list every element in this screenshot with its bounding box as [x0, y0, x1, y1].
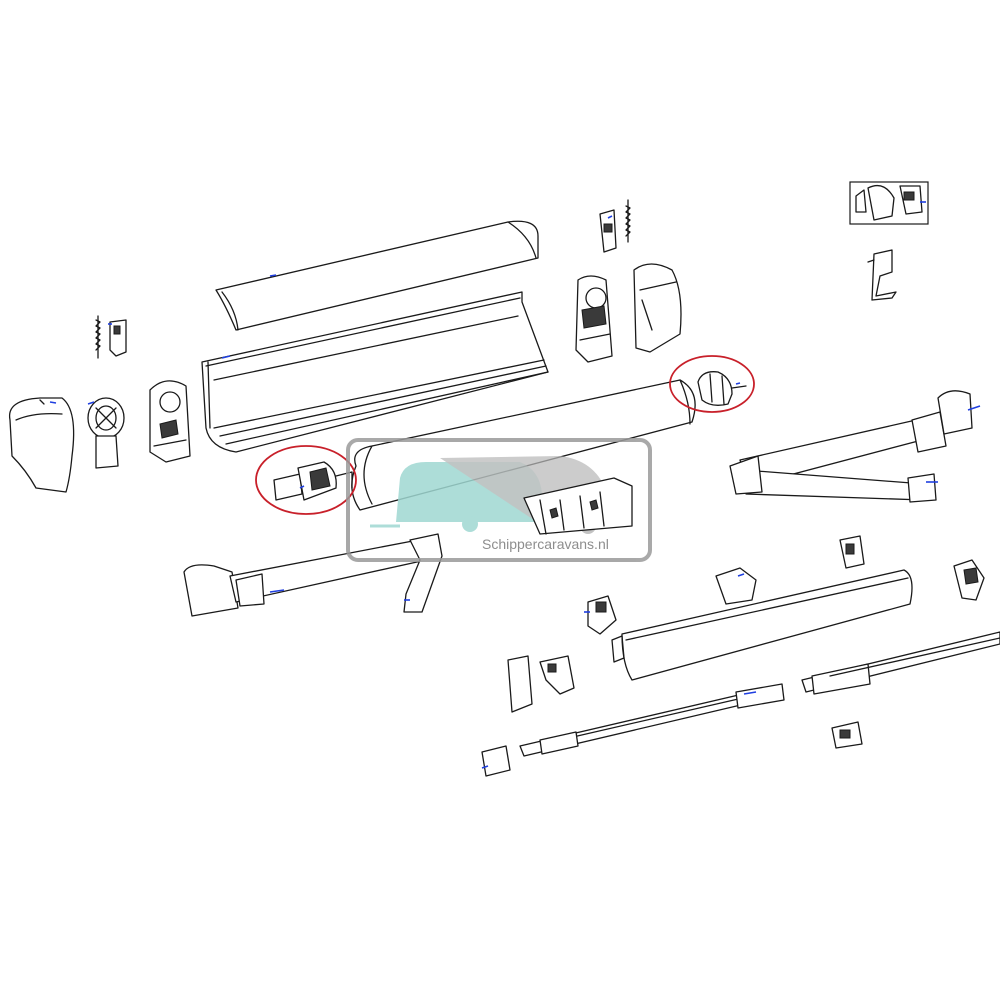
end-plug-left: [584, 595, 617, 635]
right-spring-bolt: [599, 199, 631, 253]
left-winder-bracket: [87, 397, 125, 469]
cassette-housing: [201, 291, 549, 453]
watermark-frame: [346, 438, 652, 562]
highlight-circle-left: [255, 445, 357, 515]
left-support-arm: [183, 533, 443, 617]
left-end-cap: [8, 397, 75, 493]
foot-bracket: [539, 655, 575, 695]
right-roller-plug: [697, 371, 747, 406]
arm-joint-right: [953, 559, 985, 601]
left-spring-bolt: [95, 315, 127, 359]
watermark-wheel: [462, 516, 478, 532]
left-gearbox: [149, 380, 191, 463]
front-cover-profile: [215, 220, 539, 331]
telescopic-leg-right: [801, 631, 1000, 695]
right-end-cap: [633, 263, 682, 353]
highlight-circle-right: [669, 355, 755, 413]
lead-rail-bracket: [523, 477, 633, 535]
lead-rail: [611, 569, 913, 681]
detail-inset: [849, 181, 929, 225]
right-gearbox: [575, 275, 613, 363]
watermark-text: Schippercaravans.nl: [482, 536, 609, 552]
support-foot: [507, 655, 533, 713]
right-support-arm: [729, 390, 981, 503]
arm-clamp-small: [839, 535, 865, 569]
left-roller-bearing: [273, 461, 353, 501]
leg-clip-left: [481, 745, 511, 777]
wall-bracket-top-right: [867, 249, 897, 301]
telescopic-leg-left: [519, 683, 785, 757]
leg-clip-right: [831, 721, 863, 749]
lead-rail-holder: [715, 567, 757, 605]
